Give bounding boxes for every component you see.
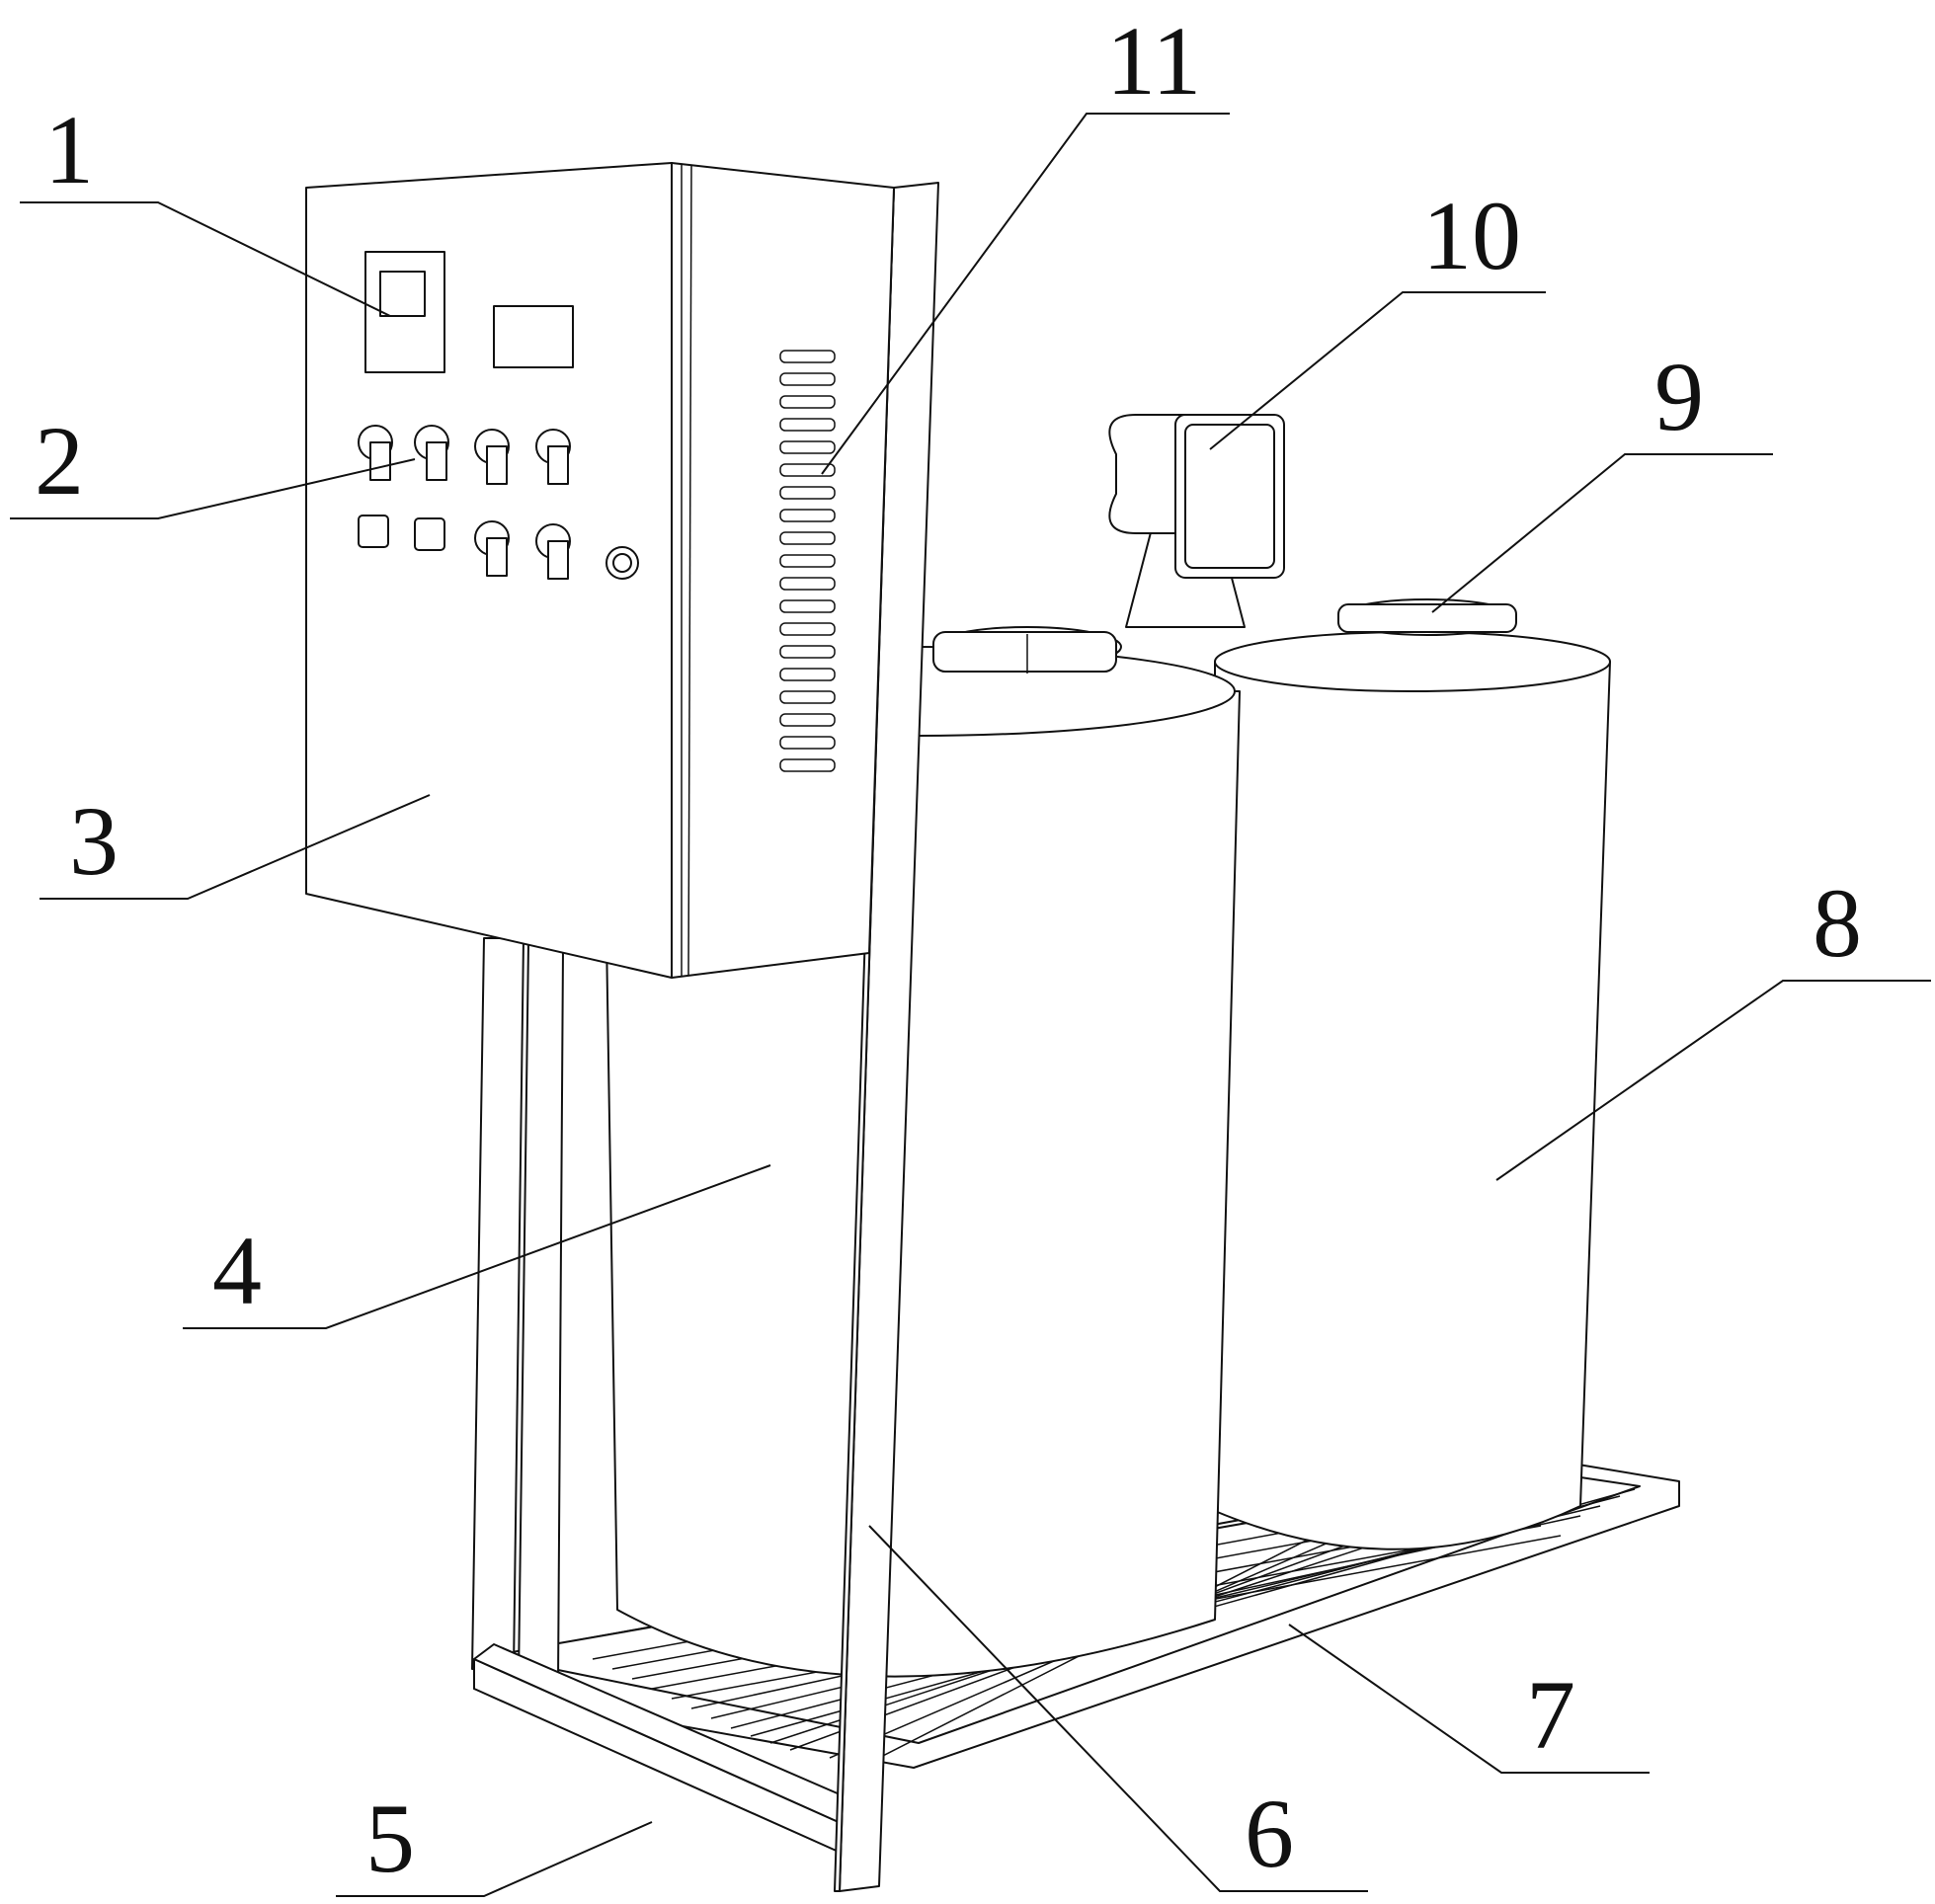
label-11: 11 [1106,6,1201,116]
label-1: 1 [44,95,94,204]
part-labels: 1 2 3 4 5 6 7 8 9 10 11 [35,6,1862,1893]
label-7: 7 [1526,1660,1575,1770]
knob-row-2 [358,515,639,580]
label-2: 2 [35,406,84,516]
vent-slots [779,350,836,772]
label-9: 9 [1654,342,1704,451]
control-cabinet [305,162,895,979]
label-6: 6 [1245,1779,1294,1888]
motor [1108,414,1285,628]
knob-row-1 [358,425,571,485]
tank-right-lid [1337,598,1517,636]
support-frame [471,937,870,1858]
leader-lines [10,113,1931,1897]
tank-right [1214,631,1611,1550]
label-5: 5 [365,1784,415,1893]
label-8: 8 [1813,868,1862,978]
label-4: 4 [212,1216,262,1325]
label-3: 3 [69,786,119,896]
label-10: 10 [1422,181,1521,290]
